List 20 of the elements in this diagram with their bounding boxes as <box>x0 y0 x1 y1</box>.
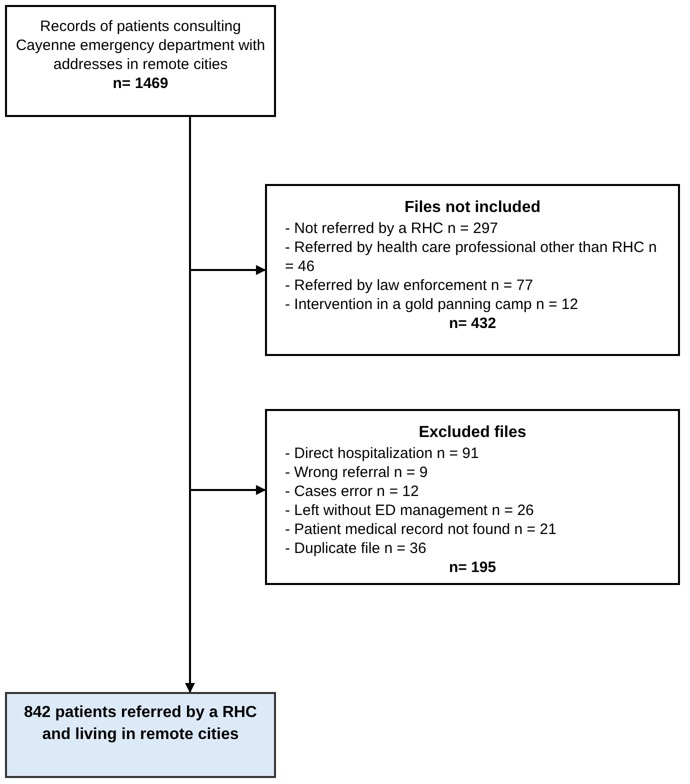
list-item: - Patient medical record not found n = 21 <box>285 520 558 539</box>
box-text: 842 patients referred by a RHC and living in remote cities <box>23 703 258 745</box>
count-text: n= 1469 <box>112 74 170 93</box>
process-box <box>5 5 276 117</box>
box-heading: Excluded files <box>418 423 528 442</box>
list-item: - Referred by health care professional other than RHC n = 46 <box>285 238 658 276</box>
count-text: n= 195 <box>448 558 498 577</box>
list-item: - Duplicate file n = 36 <box>285 539 428 558</box>
box-heading: Files not included <box>403 198 542 217</box>
list-item: - Left without ED management n = 26 <box>285 501 535 520</box>
list-item: - Wrong referral n = 9 <box>285 463 429 482</box>
count-text: n= 432 <box>448 314 498 333</box>
process-box <box>265 184 680 356</box>
process-box <box>5 692 276 778</box>
list-item: - Not referred by a RHC n = 297 <box>285 219 500 238</box>
list-item: - Direct hospitalization n = 91 <box>285 444 480 463</box>
list-item: - Referred by law enforcement n = 77 <box>285 276 534 295</box>
process-box <box>265 409 680 585</box>
list-item: - Intervention in a gold panning camp n = 12 <box>285 295 580 314</box>
list-item: - Cases error n = 12 <box>285 482 420 501</box>
